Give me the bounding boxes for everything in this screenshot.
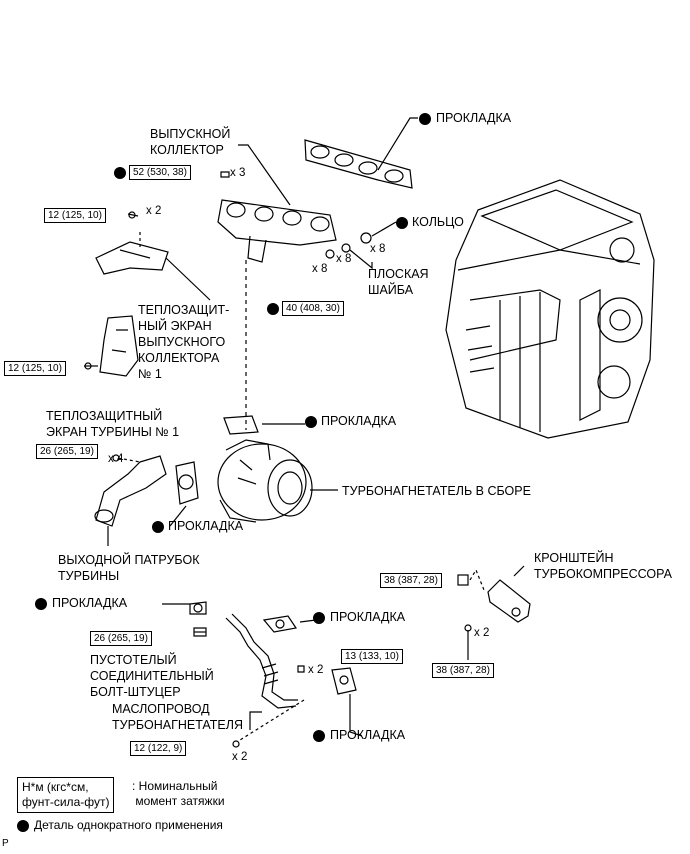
single-use-dot <box>114 167 126 179</box>
label-bracket: КРОНШТЕЙН ТУРБОКОМПРЕССОРА <box>534 551 672 581</box>
torque-box: 38 (387, 28) <box>380 573 442 588</box>
quantity-label: x 2 <box>232 751 248 763</box>
torque-box: 38 (387, 28) <box>432 663 494 678</box>
manifold-heat-shield-part <box>95 241 169 275</box>
label-gasket-mid: ПРОКЛАДКА <box>321 414 397 428</box>
label-gasket-left: ПРОКЛАДКА <box>52 596 128 610</box>
label-oil-pipe: МАСЛОПРОВОД ТУРБОНАГНЕТАТЕЛЯ <box>112 702 243 732</box>
legend-unit-description: : Номинальный момент затяжки <box>132 779 225 808</box>
label-gasket-right: ПРОКЛАДКА <box>330 610 406 624</box>
quantity-label: x 2 <box>146 205 162 217</box>
quantity-label: x 8 <box>336 253 352 265</box>
single-use-dot <box>419 113 431 125</box>
label-turbo-assembly: ТУРБОНАГНЕТАТЕЛЬ В СБОРЕ <box>342 484 531 498</box>
single-use-dot <box>152 521 164 533</box>
manifold-gasket-part <box>304 139 413 189</box>
label-manifold-heat-shield: ТЕПЛОЗАЩИТ- НЫЙ ЭКРАН ВЫПУСКНОГО КОЛЛЕКТ… <box>138 303 230 381</box>
label-ring: КОЛЬЦО <box>412 215 464 229</box>
corner-mark: P <box>2 838 9 849</box>
quantity-label: x 4 <box>108 453 124 465</box>
torque-box: 26 (265, 19) <box>36 444 98 459</box>
label-flat-washer: ПЛОСКАЯ ШАЙБА <box>368 267 429 297</box>
exhaust-manifold-part <box>217 199 337 263</box>
turbocharger-part <box>217 439 313 523</box>
quantity-label: x 2 <box>308 664 324 676</box>
turbine-heat-shield-part <box>99 315 139 377</box>
quantity-label: x 8 <box>312 263 328 275</box>
label-outlet-pipe: ВЫХОДНОЙ ПАТРУБОК ТУРБИНЫ <box>58 553 200 583</box>
label-turbine-heat-shield: ТЕПЛОЗАЩИТНЫЙ ЭКРАН ТУРБИНЫ № 1 <box>46 409 180 439</box>
legend-single-use-text: Деталь однократного применения <box>34 818 223 832</box>
quantity-label: x 3 <box>230 167 246 179</box>
label-gasket-bottom: ПРОКЛАДКА <box>330 728 406 742</box>
single-use-dot <box>35 598 47 610</box>
torque-box: 12 (125, 10) <box>4 361 66 376</box>
single-use-dot <box>396 217 408 229</box>
torque-box: 12 (125, 10) <box>44 208 106 223</box>
torque-box: 13 (133, 10) <box>341 649 403 664</box>
single-use-dot <box>313 612 325 624</box>
single-use-dot <box>305 416 317 428</box>
label-exhaust-manifold: ВЫПУСКНОЙ КОЛЛЕКТОР <box>150 127 231 157</box>
oil-pipe-part <box>225 613 298 709</box>
label-union-bolt: ПУСТОТЕЛЫЙ СОЕДИНИТЕЛЬНЫЙ БОЛТ-ШТУЦЕР <box>90 653 214 699</box>
torque-box: 52 (530, 38) <box>129 165 191 180</box>
legend-unit-box: Н*м (кгс*см, фунт-сила-фут) <box>17 777 115 813</box>
quantity-label: x 2 <box>474 627 490 639</box>
single-use-dot <box>267 303 279 315</box>
engine-block-part <box>445 179 655 439</box>
single-use-dot <box>313 730 325 742</box>
label-gasket-outlet: ПРОКЛАДКА <box>168 519 244 533</box>
torque-box: 26 (265, 19) <box>90 631 152 646</box>
bracket-part <box>487 579 531 623</box>
quantity-label: x 8 <box>370 243 386 255</box>
legend-single-use-dot <box>17 820 29 832</box>
torque-box: 40 (408, 30) <box>282 301 344 316</box>
outlet-pipe-part <box>94 455 167 527</box>
torque-box: 12 (122, 9) <box>130 741 187 756</box>
label-gasket-top: ПРОКЛАДКА <box>436 111 512 125</box>
